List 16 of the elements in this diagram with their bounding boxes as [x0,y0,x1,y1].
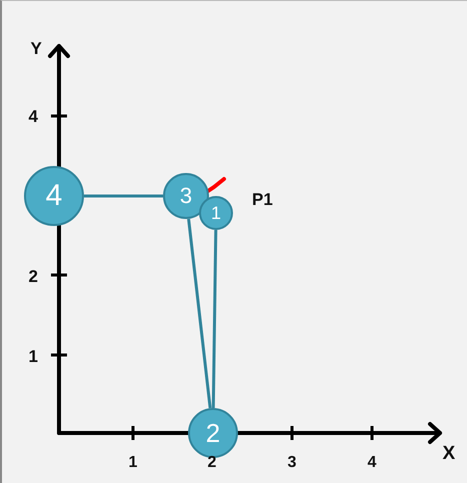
connector-line [84,194,163,198]
tick-label: 1 [128,455,138,471]
circle-node: 1 [199,196,233,230]
tick-label: 2 [208,455,216,471]
connector-line [187,218,212,408]
tick-label: 4 [28,108,38,124]
circle-node: 4 [24,166,84,226]
point-label: P1 [252,190,273,208]
axis-label: X [442,444,456,462]
tick-label: 3 [288,455,296,471]
connector-line [212,230,218,408]
tick-label: 1 [28,348,38,364]
tick-label: 2 [28,268,38,284]
circle-node: 3 [163,173,209,219]
tick-label: 4 [368,455,376,471]
axis-label: Y [30,40,42,56]
